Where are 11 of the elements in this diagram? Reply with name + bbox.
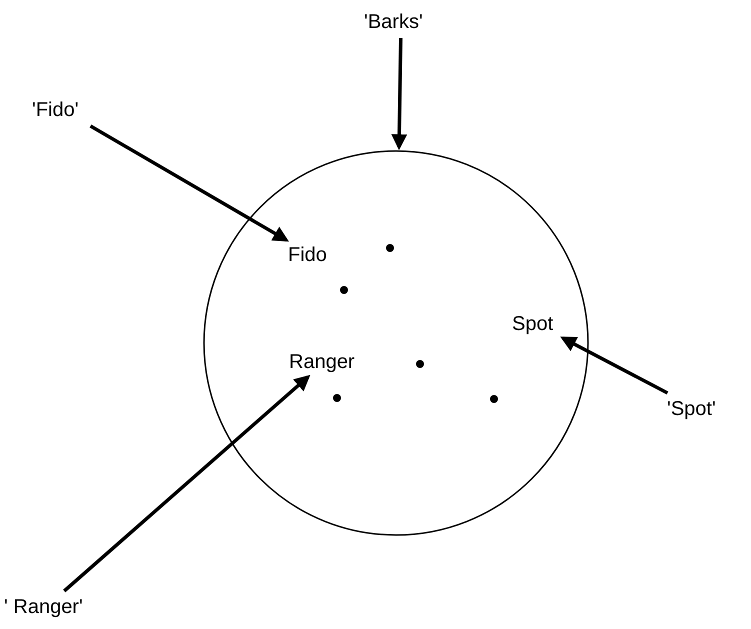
node-label: 'Barks' [364,10,424,34]
node-label: ' Ranger' [4,595,84,619]
node-label: Spot [512,312,554,336]
arrow [391,38,408,150]
arrow [63,374,310,592]
node-label: 'Fido' [32,98,80,122]
node-label: 'Spot' [667,397,717,421]
arrow [90,124,289,242]
node-label: Ranger [289,350,356,374]
node-label: Fido [288,243,328,267]
arrow [560,336,668,395]
